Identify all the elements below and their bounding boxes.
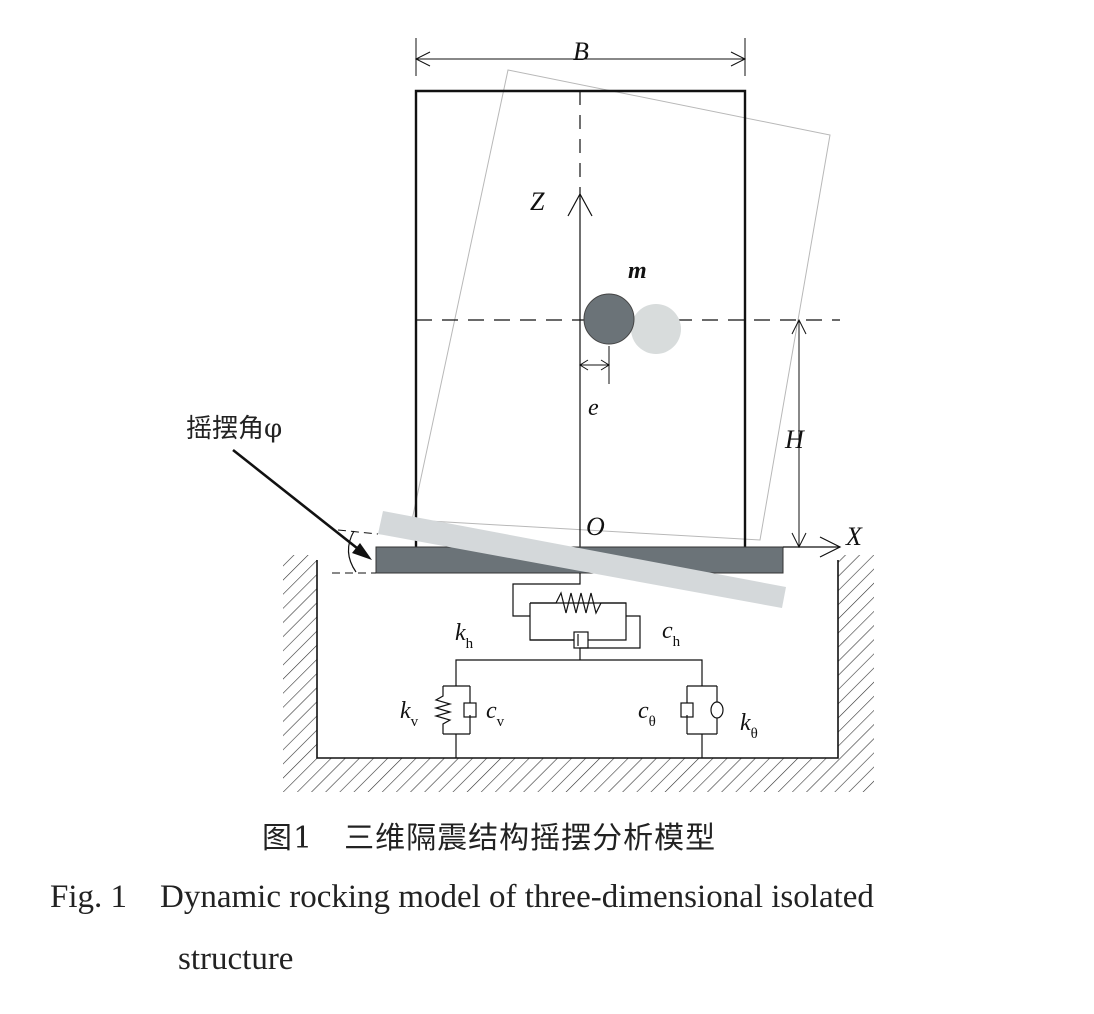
mass-shifted [631,304,681,354]
caption-en-line1: Fig. 1 Dynamic rocking model of three-di… [50,879,874,915]
horizontal-spring-damper [512,573,641,660]
label-kv: kv [400,698,419,730]
label-rocking-angle: 摇摆角φ [186,414,282,444]
dimension-b [414,38,747,76]
x-axis [783,536,842,558]
label-e: e [588,395,599,421]
label-o: O [586,512,605,541]
label-ch: ch [662,618,681,650]
ground-pit [283,555,874,792]
tilted-base-plate [378,511,786,608]
support-tree [455,659,703,758]
eccentricity-dimension [579,346,610,384]
rocking-angle-indicator [232,448,379,574]
label-kh: kh [455,620,474,652]
rotational-spring-damper [680,685,724,735]
label-ctheta: cθ [638,698,656,730]
label-m: m [628,258,647,284]
label-h: H [784,425,805,454]
label-x: X [845,522,863,551]
label-cv: cv [486,698,505,730]
vertical-spring-damper [433,685,477,735]
z-axis [567,192,593,547]
rocked-structure-outline [411,69,831,541]
caption-cn: 图1 三维隔震结构摇摆分析模型 [262,821,716,856]
label-z: Z [530,187,545,216]
label-ktheta: kθ [740,710,758,742]
mass-circle [583,293,635,345]
label-b: B [573,37,589,66]
caption-en-line2: structure [178,941,293,977]
